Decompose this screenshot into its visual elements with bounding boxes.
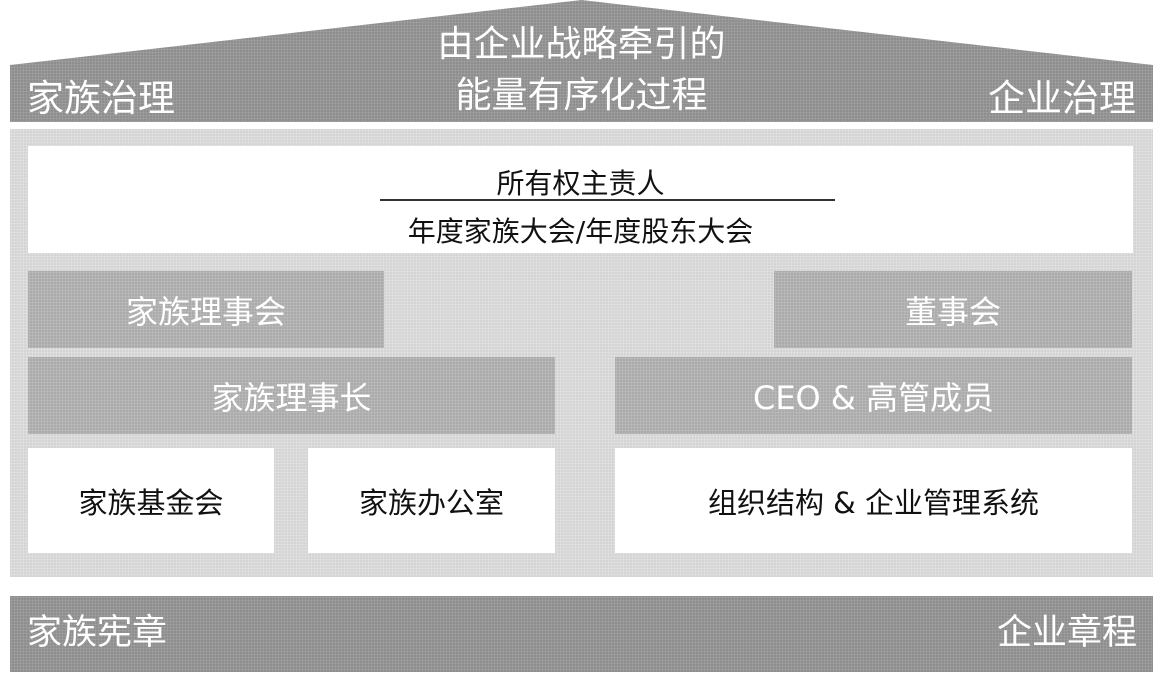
family-foundation-label: 家族基金会: [78, 485, 224, 520]
articles-of-association-label: 企业章程: [996, 613, 1137, 653]
family-office-label: 家族办公室: [358, 485, 504, 520]
family-office-box: 家族办公室: [308, 448, 555, 553]
ceo-label: CEO & 高管成员: [752, 378, 995, 417]
family-chair-label: 家族理事长: [211, 378, 372, 417]
ownership-title: 所有权主责人: [496, 167, 665, 200]
family-foundation-box: 家族基金会: [28, 448, 274, 553]
enterprise-governance-label: 企业治理: [988, 77, 1136, 120]
family-chair-box: 家族理事长: [28, 357, 555, 434]
org-structure-label: 组织结构 & 企业管理系统: [707, 485, 1040, 520]
ownership-divider: [380, 199, 835, 201]
roof-title-line2: 能量有序化过程: [455, 75, 708, 116]
board-box: 董事会: [774, 271, 1132, 348]
org-structure-box: 组织结构 & 企业管理系统: [615, 448, 1132, 553]
family-council-box: 家族理事会: [28, 271, 384, 348]
family-council-label: 家族理事会: [125, 292, 286, 331]
family-charter-label: 家族宪章: [27, 613, 168, 653]
family-governance-label: 家族治理: [27, 77, 175, 120]
roof-title-line1: 由企业战略牵引的: [437, 24, 726, 65]
ceo-box: CEO & 高管成员: [615, 357, 1132, 434]
foundation-base: 家族宪章 企业章程: [10, 596, 1153, 672]
board-label: 董事会: [904, 292, 1001, 331]
ownership-box: 所有权主责人 年度家族大会/年度股东大会: [28, 146, 1133, 253]
ownership-subtitle: 年度家族大会/年度股东大会: [407, 215, 754, 248]
